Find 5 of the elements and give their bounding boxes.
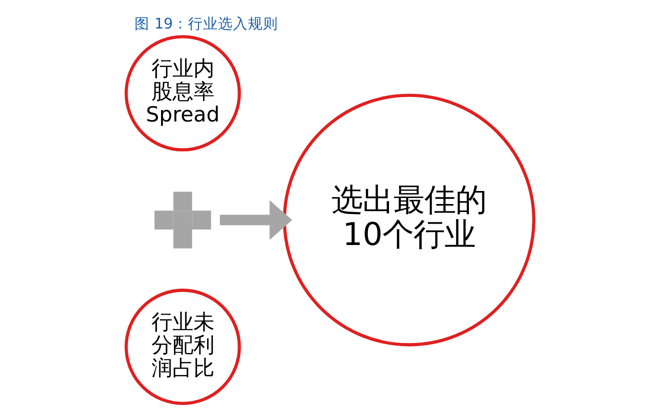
diagram-title: 图 19：行业选入规则 [134, 16, 278, 32]
arrow [220, 200, 292, 240]
node-circle: 行业未分配利润占比 [124, 288, 241, 405]
node-circle: 选出最佳的10个行业 [282, 94, 536, 346]
node-circle: 行业内股息率 Spread [124, 35, 241, 152]
